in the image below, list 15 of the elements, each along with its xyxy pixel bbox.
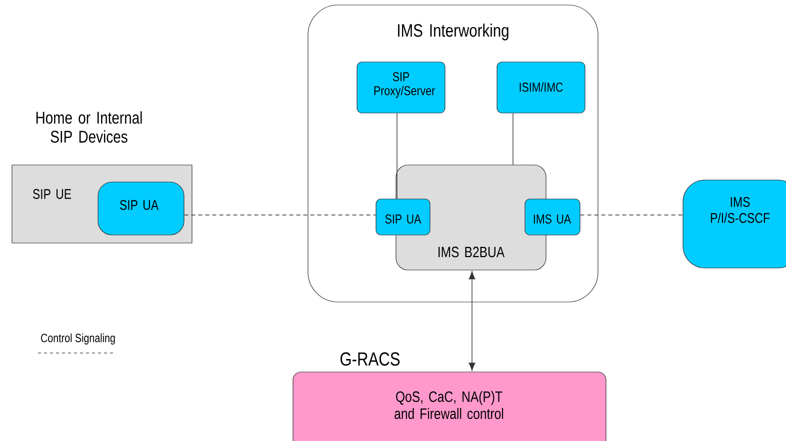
process-box: G-RACS QoS, CaC, NA(P)T and Firewall control (292, 352, 606, 441)
node-label: Home or Internal SIP Devices (36, 111, 142, 143)
process-box: IMS P/I/S-CSCF (682, 180, 786, 268)
connector-line (580, 214, 684, 216)
connector-line (184, 214, 376, 216)
process-box: SIP UA (98, 182, 184, 236)
connector-line (468, 271, 476, 371)
legend-entry: Control Signaling (38, 333, 116, 354)
process-box: SIP UA (376, 198, 430, 236)
process-box: SIP Proxy/Server (356, 62, 446, 114)
process-box: IMS UA (524, 198, 580, 236)
process-box: ISIM/IMC (496, 62, 586, 114)
connector-line (512, 112, 514, 166)
connector-line (396, 112, 398, 200)
node-label: G-RACS (340, 352, 400, 366)
